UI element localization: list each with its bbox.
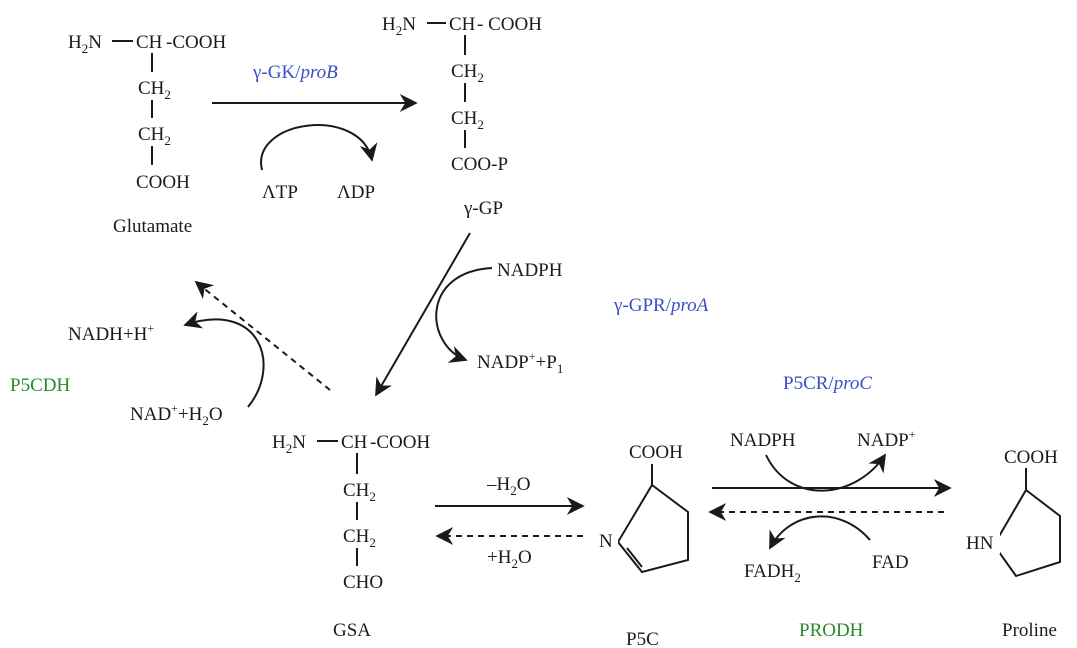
adp-label: ΛDP (337, 182, 375, 203)
p5c-structure: COOH N P5C (596, 442, 689, 648)
gsa-structure: H2N CH -COOH CH2 CH2 CHO GSA (272, 432, 430, 641)
enzyme-ggk-label: γ-GK/proB (252, 62, 338, 83)
svg-text:H2N: H2N (68, 32, 102, 56)
svg-text:CH2: CH2 (451, 61, 484, 85)
svg-text:H2N: H2N (382, 14, 416, 38)
nadh-label: NADH+H+ (68, 321, 154, 345)
svg-text:COOH: COOH (136, 172, 190, 193)
nadph-nadp-curved-arrow (435, 267, 493, 363)
svg-text:CH2: CH2 (138, 78, 171, 102)
svg-text:- COOH: - COOH (477, 14, 542, 35)
svg-text:CH: CH (136, 32, 163, 53)
svg-text:CH: CH (449, 14, 476, 35)
svg-text:HN: HN (966, 533, 994, 554)
svg-text:COO-P: COO-P (451, 154, 508, 175)
enzyme-p5cdh-label: P5CDH (10, 375, 70, 396)
enzyme-ggpr-label: γ-GPR/proA (613, 295, 709, 316)
svg-text:CH2: CH2 (451, 108, 484, 132)
svg-text:-COOH: -COOH (370, 432, 430, 453)
enzyme-p5cr-label: P5CR/proC (783, 373, 872, 394)
atp-adp-curved-arrow (260, 124, 378, 171)
nadp-label: NADP+ (857, 427, 916, 451)
gsa-label: GSA (333, 620, 371, 641)
svg-text:CHO: CHO (343, 572, 383, 593)
arrow-ggp-to-gsa (375, 232, 471, 397)
proline-structure: COOH HN Proline (966, 447, 1061, 641)
svg-text:N: N (599, 531, 613, 552)
ggp-structure: H2N CH - COOH CH2 CH2 COO-P γ-GP (382, 14, 542, 219)
minus-h2o-label: –H2O (486, 474, 530, 498)
arrow-gsa-to-glutamate-dashed (194, 280, 331, 391)
svg-text:CH2: CH2 (343, 526, 376, 550)
svg-text:-COOH: -COOH (166, 32, 226, 53)
nadph-label-1: NADPH (497, 260, 563, 281)
fadh2-label: FADH2 (744, 561, 801, 585)
svg-text:COOH: COOH (1004, 447, 1058, 468)
plus-h2o-label: +H2O (487, 547, 532, 571)
fad-label: FAD (872, 552, 909, 573)
enzyme-prodh-label: PRODH (799, 620, 864, 641)
proline-label: Proline (1002, 620, 1057, 641)
nadph-nadp-curved-arrow-2 (765, 453, 886, 492)
svg-text:COOH: COOH (629, 442, 683, 463)
ggp-label: γ-GP (463, 198, 503, 219)
svg-text:H2N: H2N (272, 432, 306, 456)
svg-text:CH: CH (341, 432, 368, 453)
nad-nadh-curved-arrow (183, 311, 265, 408)
fad-fadh2-curved-arrow (769, 515, 871, 550)
nadp-p1-label: NADP++P1 (477, 349, 563, 376)
svg-text:CH2: CH2 (138, 124, 171, 148)
nadph-label-2: NADPH (730, 430, 796, 451)
svg-text:CH2: CH2 (343, 480, 376, 504)
glutamate-label: Glutamate (113, 216, 192, 237)
glutamate-structure: H2N CH -COOH CH2 CH2 COOH Glutamate (68, 32, 226, 237)
p5c-label: P5C (626, 629, 659, 648)
nad-h2o-label: NAD++H2O (130, 401, 223, 428)
atp-label: ΛTP (262, 182, 298, 203)
